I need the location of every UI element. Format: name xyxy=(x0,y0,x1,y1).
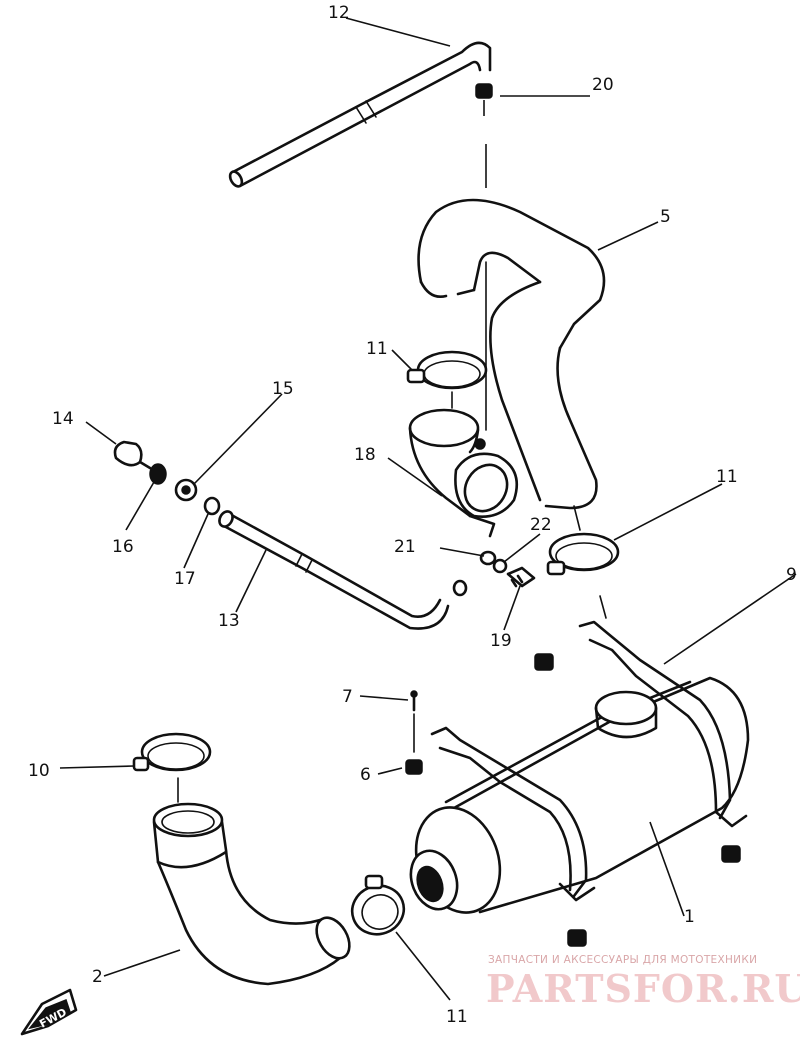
part-12-hose xyxy=(228,41,492,188)
rubber-mounts xyxy=(405,653,741,947)
watermark-tagline: ЗАПЧАСТИ И АКСЕССУАРЫ ДЛЯ МОТОТЕХНИКИ xyxy=(488,954,758,966)
fwd-arrow-icon: FWD xyxy=(20,988,78,1036)
callout-11-lower: 11 xyxy=(446,1007,468,1027)
callout-22: 22 xyxy=(530,515,552,535)
part-17-washer xyxy=(203,496,221,516)
part-15-nut xyxy=(174,478,198,502)
part-11-clamp-right xyxy=(546,532,620,576)
callout-1: 1 xyxy=(684,907,695,927)
part-14-plug xyxy=(113,440,152,470)
watermark-logo: PARTSFOR.RU xyxy=(486,966,800,1011)
callout-11-upper: 11 xyxy=(366,339,388,359)
callout-18: 18 xyxy=(354,445,376,465)
part-7-screw xyxy=(410,690,418,753)
part-19-bolt xyxy=(506,566,536,588)
part-1-muffler xyxy=(409,676,750,914)
callout-20: 20 xyxy=(592,75,614,95)
alignment-lines xyxy=(177,391,607,803)
part-18-elbow xyxy=(408,408,519,538)
callout-2: 2 xyxy=(92,967,103,987)
part-22-washer xyxy=(492,558,508,574)
callout-19: 19 xyxy=(490,631,512,651)
callout-14: 14 xyxy=(52,409,74,429)
callouts: 12 20 5 11 15 14 18 11 22 16 21 9 17 13 … xyxy=(28,3,797,1027)
part-13-hose xyxy=(218,510,468,630)
part-16-spring xyxy=(149,463,167,485)
part-10-clamp xyxy=(132,732,212,772)
callout-21: 21 xyxy=(394,537,416,557)
part-11-clamp-lower xyxy=(350,874,406,936)
leader-lines xyxy=(59,17,797,1001)
callout-7: 7 xyxy=(342,687,353,707)
callout-17: 17 xyxy=(174,569,196,589)
callout-13: 13 xyxy=(218,611,240,631)
part-9-band-right xyxy=(578,620,748,828)
part-2-tail-pipe xyxy=(152,802,351,986)
callout-12: 12 xyxy=(328,3,350,23)
part-9-band-left xyxy=(430,726,596,902)
callout-5: 5 xyxy=(660,207,671,227)
part-5-exhaust-pipe xyxy=(417,198,606,510)
callout-15: 15 xyxy=(272,379,294,399)
part-20-fitting xyxy=(475,83,493,188)
part-21-washer xyxy=(479,550,497,566)
callout-9: 9 xyxy=(786,565,797,585)
callout-11-right: 11 xyxy=(716,467,738,487)
callout-16: 16 xyxy=(112,537,134,557)
callout-6: 6 xyxy=(360,765,371,785)
part-11-clamp-upper xyxy=(406,350,488,390)
callout-10: 10 xyxy=(28,761,50,781)
